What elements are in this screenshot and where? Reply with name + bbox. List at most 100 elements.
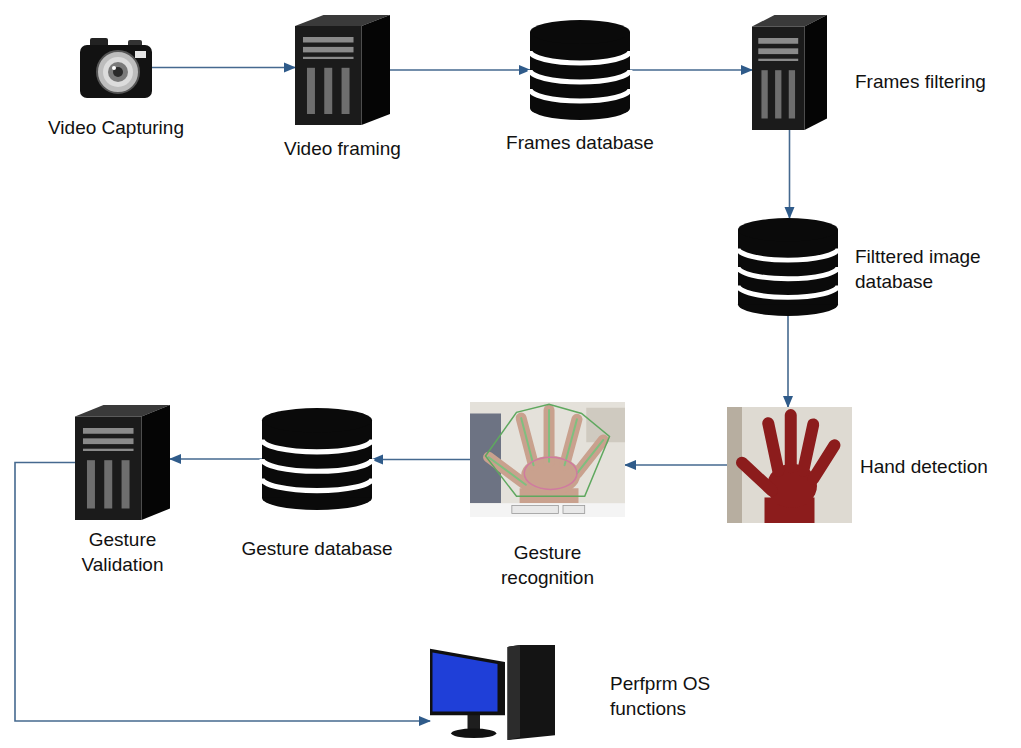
- vent-slot: [789, 70, 795, 118]
- finger: [813, 445, 834, 479]
- server-side: [805, 15, 828, 130]
- finger: [577, 440, 603, 473]
- finger: [548, 410, 550, 462]
- finger: [489, 457, 526, 485]
- db-stripe: [738, 267, 838, 279]
- server-icon: [75, 405, 170, 520]
- gesture-photo-node: Gesture recognition: [470, 402, 625, 517]
- drive-bay: [303, 37, 354, 43]
- drive-bay: [303, 47, 354, 53]
- drive-bay: [83, 428, 134, 434]
- flow-arrow: [625, 464, 727, 466]
- finger: [521, 418, 533, 465]
- gesture-photo: [470, 402, 625, 517]
- vent-slot: [775, 70, 781, 118]
- finger: [577, 440, 603, 473]
- drive-bay: [758, 59, 798, 61]
- flow-arrow: [789, 130, 791, 218]
- database-icon-node: Frames database: [530, 20, 630, 120]
- db-disc: [262, 408, 372, 432]
- camera-flash: [135, 51, 146, 58]
- node-label: Frames filtering: [855, 70, 986, 95]
- finger: [742, 463, 772, 491]
- camera-lens: [108, 62, 128, 82]
- node-label: Filttered image database: [855, 245, 1015, 294]
- flow-arrow: [787, 316, 789, 407]
- server-icon: [752, 15, 827, 130]
- server-icon-node: Frames filtering: [752, 15, 827, 130]
- computer-icon: [430, 645, 555, 740]
- db-disc: [530, 20, 630, 44]
- server-icon-node: Gesture Validation: [75, 405, 170, 520]
- toolbar-button: [563, 506, 585, 514]
- camera-icon: [80, 35, 152, 100]
- db-stripe: [262, 478, 372, 490]
- server-icon-node: Video framing: [295, 15, 390, 125]
- vent-slot: [761, 70, 767, 118]
- hand-photo-node: Hand detection: [727, 407, 852, 523]
- db-stripe: [262, 440, 372, 452]
- camera-lens: [113, 67, 123, 77]
- camera-lens: [97, 51, 139, 93]
- finger: [521, 418, 533, 465]
- server-front: [75, 417, 142, 521]
- camera-icon-node: Video Capturing: [80, 35, 152, 100]
- node-label: Frames database: [506, 131, 654, 156]
- db-disc: [738, 218, 838, 242]
- node-label: Gesture recognition: [483, 541, 613, 590]
- database-icon-node: Filttered image database: [738, 218, 838, 316]
- db-stripe: [738, 248, 838, 260]
- computer-icon-node: Perfprm OS functions: [430, 645, 555, 740]
- flow-arrow: [372, 459, 470, 461]
- db-stripe: [262, 459, 372, 471]
- node-label: Video Capturing: [48, 116, 184, 141]
- flow-arrow: [170, 458, 262, 460]
- flow-arrow: [630, 69, 752, 71]
- finger: [565, 419, 577, 465]
- server-side: [362, 15, 391, 125]
- finger: [803, 424, 813, 470]
- photo-ground: [470, 402, 625, 517]
- database-icon-node: Gesture database: [262, 408, 372, 510]
- node-label: Video framing: [284, 137, 401, 162]
- pc-tower: [508, 645, 521, 740]
- vent-slot: [122, 460, 130, 508]
- flow-arrow: [152, 67, 295, 69]
- hull-outline: [486, 404, 610, 496]
- lens-glint: [112, 66, 116, 70]
- db-stripe: [530, 51, 630, 63]
- vent-slot: [307, 68, 315, 114]
- vent-slot: [342, 68, 350, 114]
- server-front: [752, 27, 805, 131]
- finger: [768, 423, 778, 471]
- server-front: [295, 26, 362, 125]
- db-stripe: [530, 70, 630, 82]
- server-icon: [295, 15, 390, 125]
- toolbar-button: [512, 506, 558, 514]
- finger: [565, 419, 577, 465]
- drive-bay: [758, 38, 798, 44]
- flow-arrow: [390, 69, 530, 71]
- db-stripe: [738, 286, 838, 298]
- drive-bay: [303, 57, 354, 59]
- node-label: Gesture Validation: [73, 528, 173, 577]
- node-label: Gesture database: [241, 537, 392, 562]
- camera-lens: [103, 57, 133, 87]
- monitor-bezel: [430, 649, 505, 716]
- vent-slot: [87, 460, 95, 508]
- monitor-screen: [433, 653, 498, 712]
- drive-bay: [83, 438, 134, 444]
- database-icon: [262, 408, 372, 510]
- finger: [489, 457, 526, 485]
- vent-slot: [324, 68, 332, 114]
- hand-photo: [727, 407, 852, 523]
- drive-bay: [83, 449, 134, 451]
- vent-slot: [104, 460, 112, 508]
- db-stripe: [530, 89, 630, 101]
- node-label: Perfprm OS functions: [610, 672, 730, 721]
- node-label: Hand detection: [860, 455, 988, 480]
- drive-bay: [758, 48, 798, 54]
